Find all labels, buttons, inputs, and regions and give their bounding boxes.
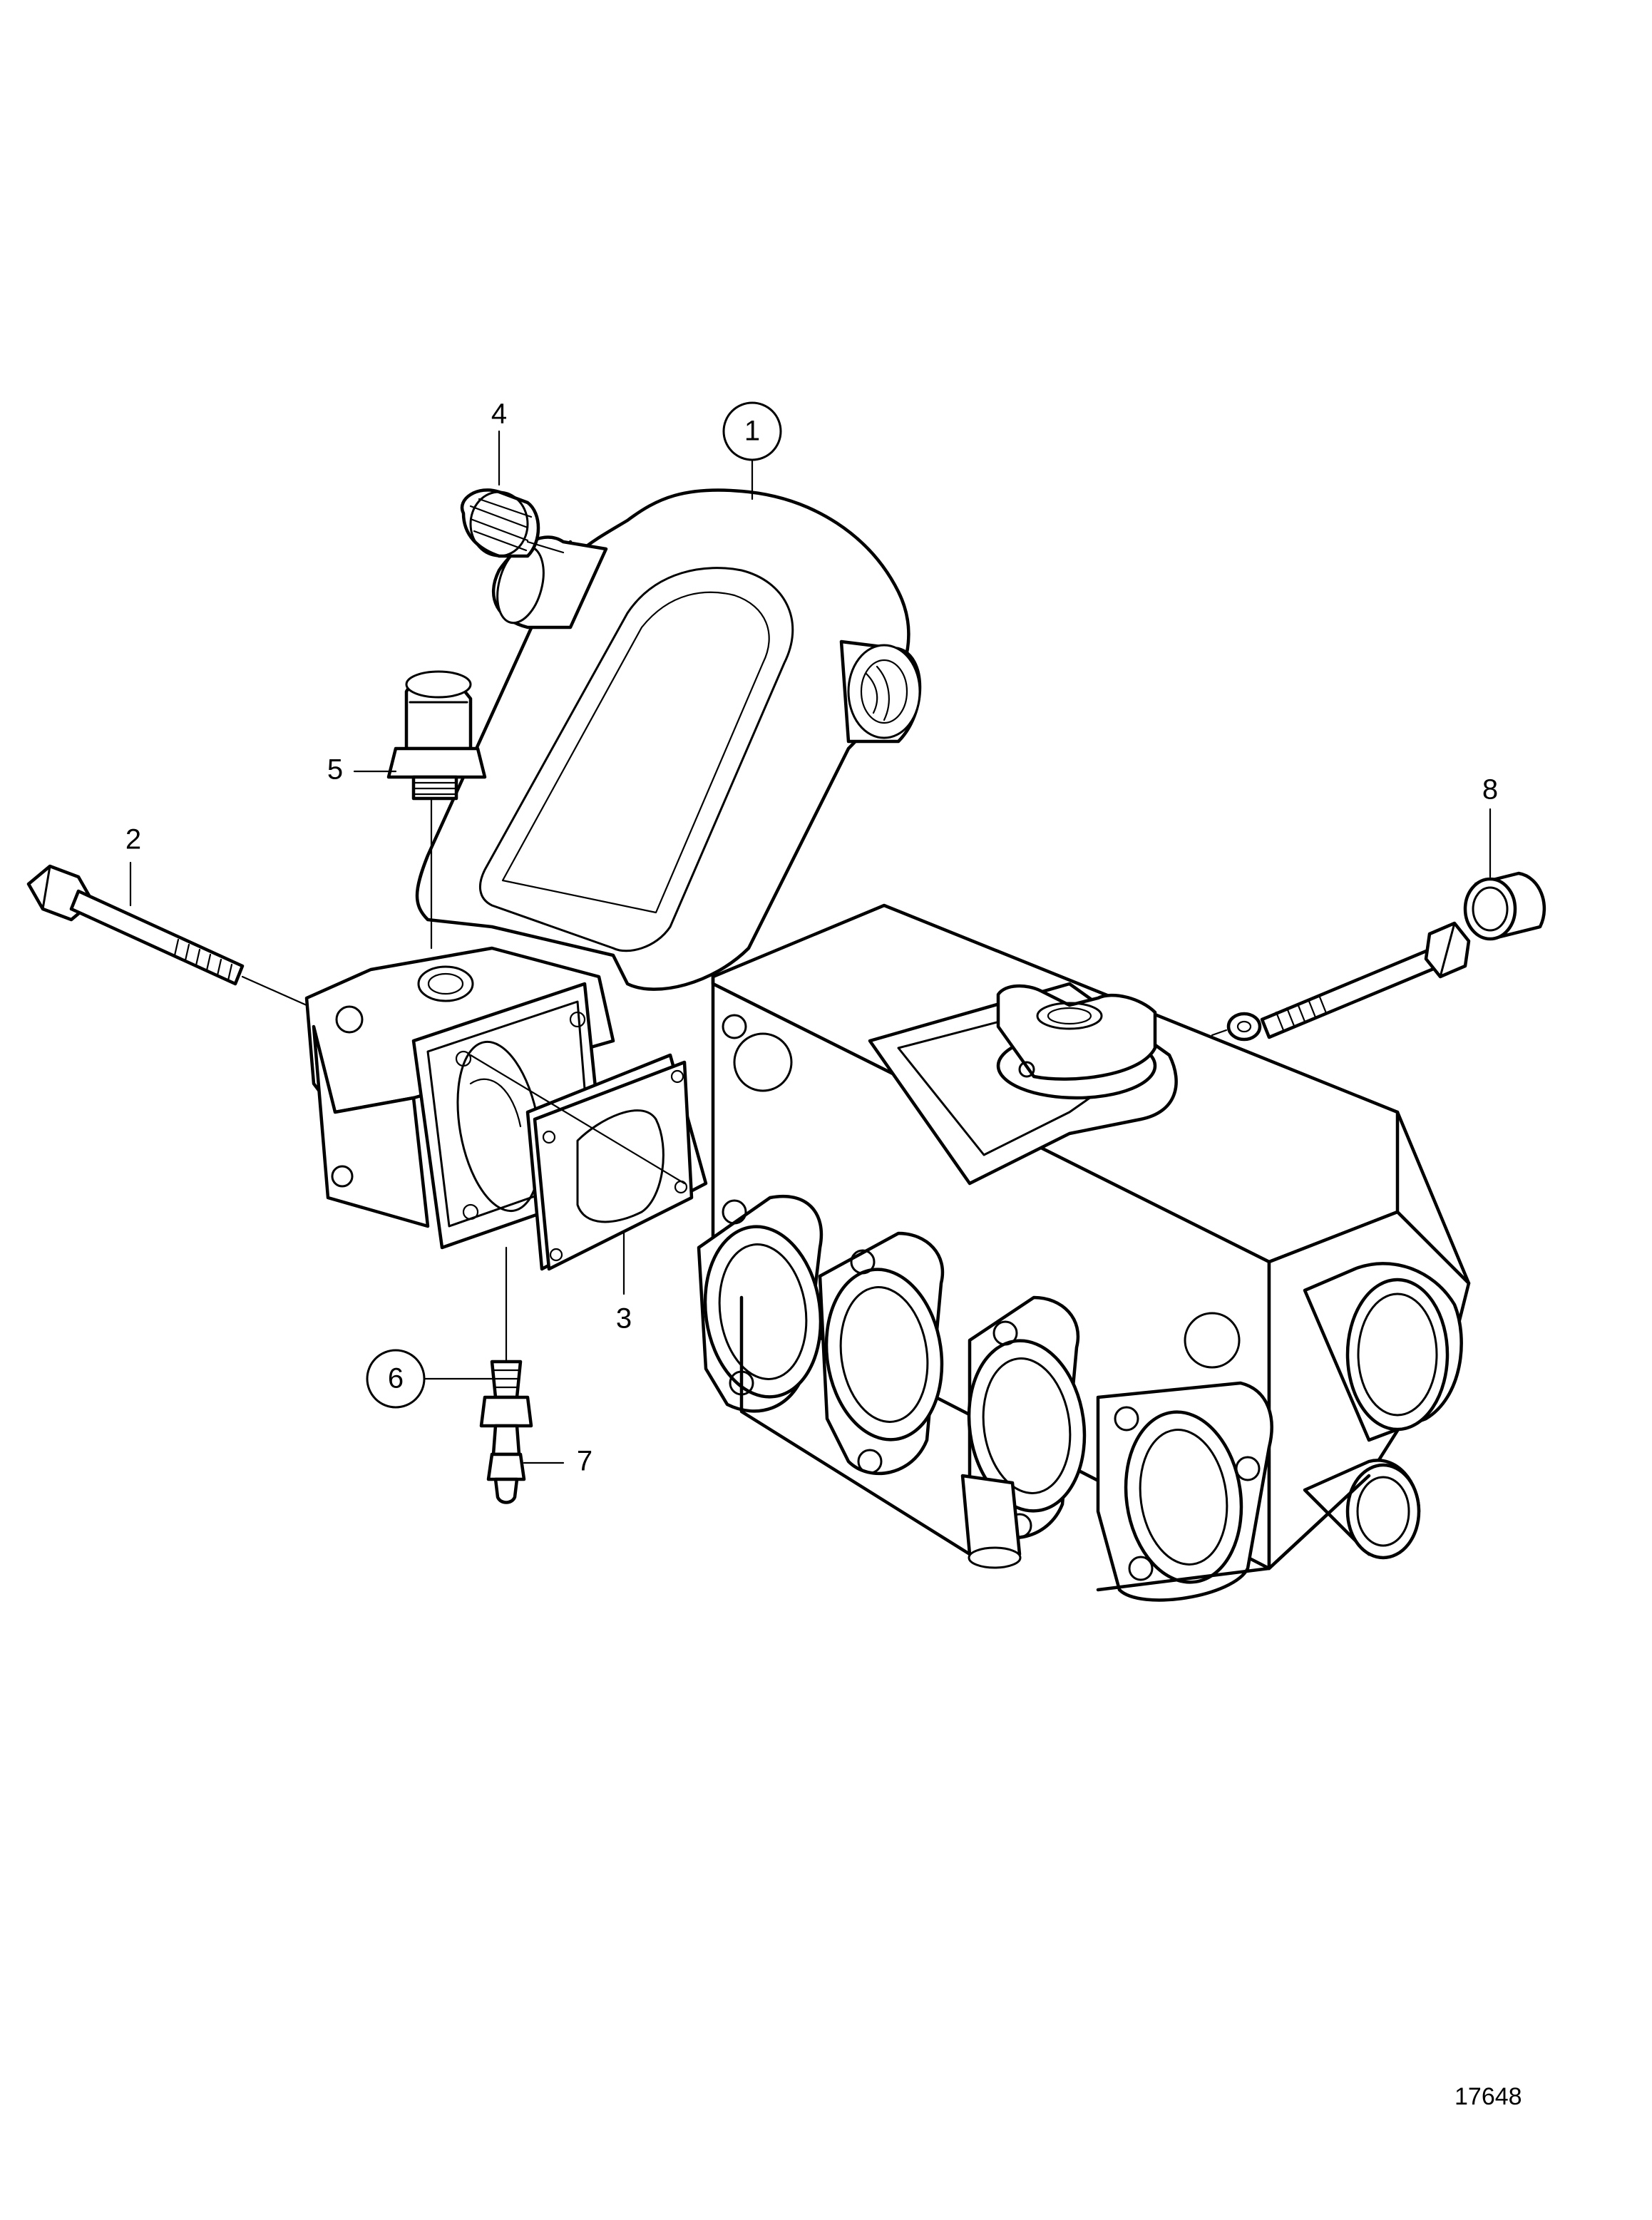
callout-1: 1 (722, 401, 782, 461)
svg-text:1: 1 (744, 416, 760, 447)
manifold-body (697, 903, 1471, 1602)
svg-text:2: 2 (125, 824, 141, 855)
callout-5: 5 (327, 754, 343, 786)
svg-text:5: 5 (327, 754, 343, 786)
svg-text:3: 3 (616, 1303, 632, 1335)
nipple-part-6-7 (479, 1246, 533, 1504)
bolt-part-2 (26, 864, 308, 1007)
callout-6: 6 (366, 1349, 426, 1409)
svg-text:7: 7 (577, 1446, 592, 1477)
svg-text:6: 6 (388, 1363, 404, 1394)
leader-lines (129, 430, 1492, 1464)
callout-3: 3 (616, 1303, 632, 1335)
bolt-sleeve-part-8 (1211, 871, 1546, 1042)
svg-text:4: 4 (491, 399, 507, 430)
gasket-part (469, 1053, 708, 1271)
exhaust-elbow-part (415, 488, 922, 991)
callout-4: 4 (491, 399, 507, 430)
callout-2: 2 (125, 824, 141, 855)
figure-number: 17648 (1455, 2083, 1522, 2110)
plug-part-4 (460, 488, 565, 558)
sensor-part-5 (386, 670, 487, 950)
callout-8: 8 (1482, 774, 1498, 806)
svg-text:8: 8 (1482, 774, 1498, 806)
callout-7: 7 (577, 1446, 592, 1477)
